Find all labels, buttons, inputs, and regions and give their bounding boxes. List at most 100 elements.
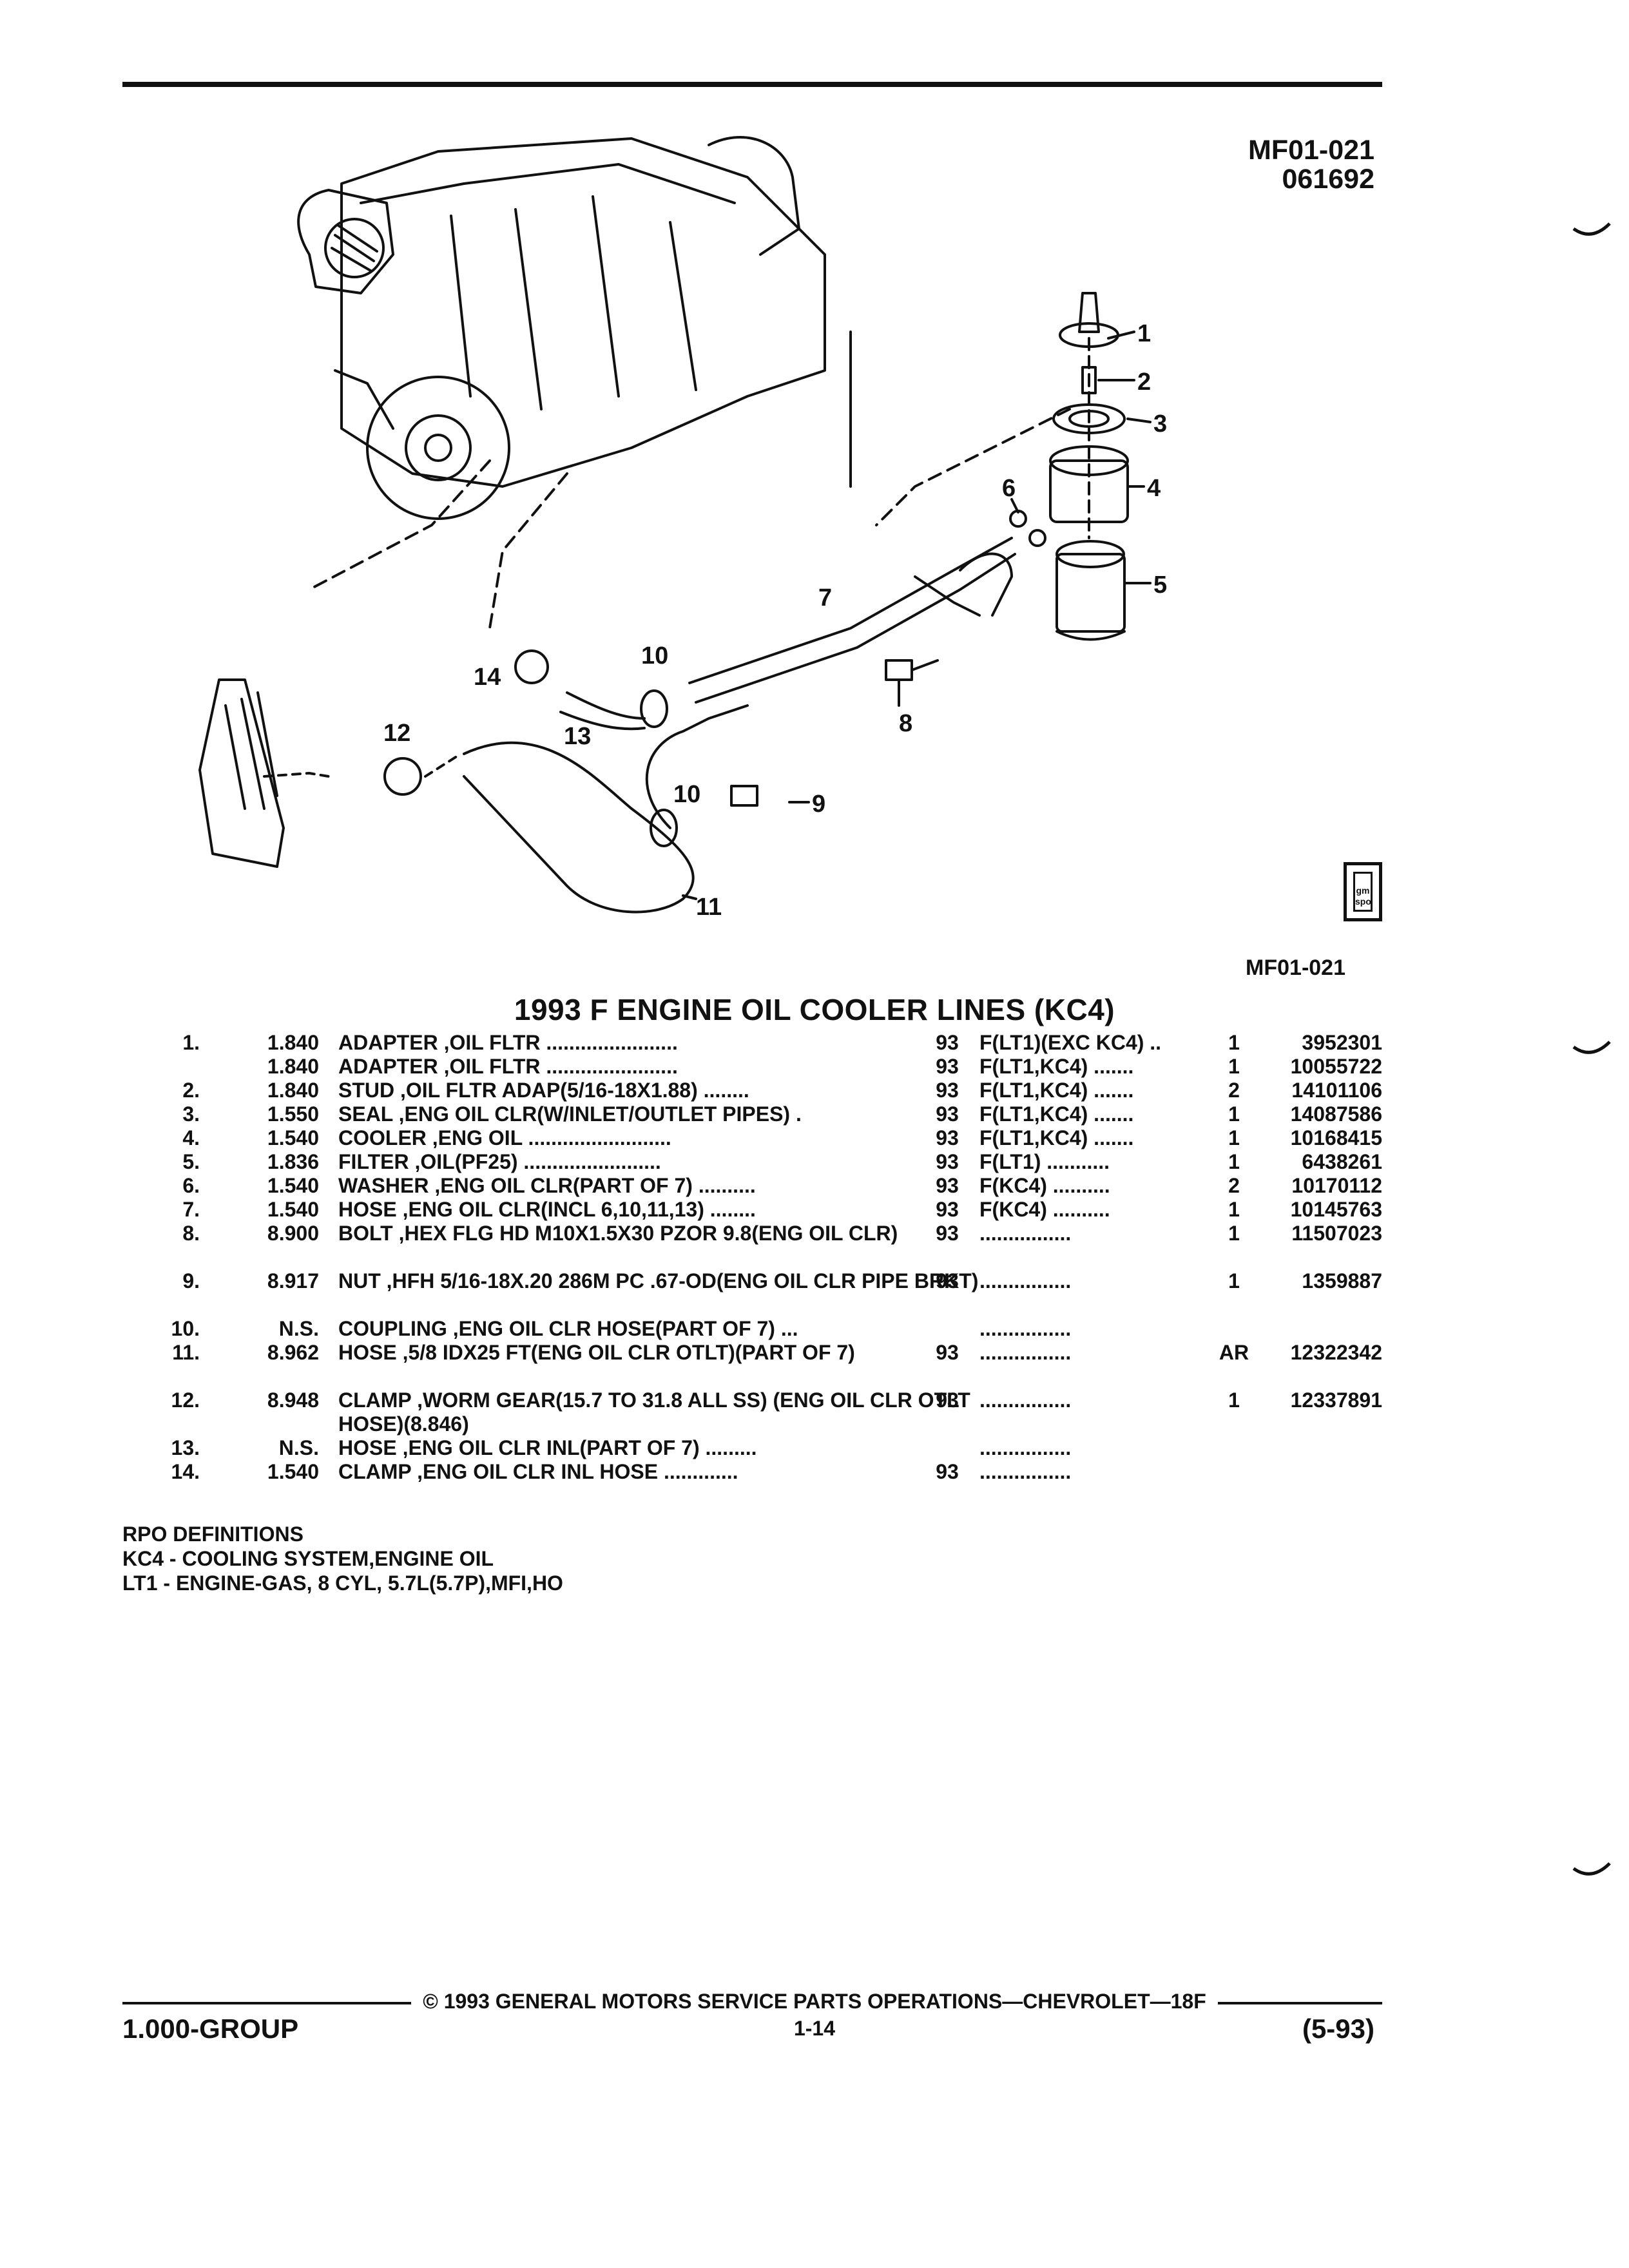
part-description: COUPLING ,ENG OIL CLR HOSE(PART OF 7) ..… (338, 1317, 798, 1340)
margin-mark (1572, 1041, 1611, 1054)
model-year: 93 (936, 1198, 959, 1221)
item-number: 1. (182, 1031, 200, 1054)
item-number: 8. (182, 1222, 200, 1245)
group-number: 1.840 (267, 1055, 319, 1078)
diagram-code: MF01-021 (1246, 956, 1345, 980)
callout-1: 1 (1137, 320, 1151, 347)
quantity: 2 (1228, 1174, 1240, 1197)
item-number: 13. (171, 1436, 200, 1459)
model-year: 93 (936, 1055, 959, 1078)
group-number: 1.840 (267, 1031, 319, 1054)
application: F(KC4) .......... (979, 1174, 1110, 1197)
part-number: 3952301 (1302, 1031, 1382, 1054)
part-description: STUD ,OIL FLTR ADAP(5/16-18X1.88) ......… (338, 1079, 749, 1102)
callout-7: 7 (818, 584, 832, 611)
model-year: 93 (936, 1079, 959, 1102)
application: F(LT1,KC4) ....... (979, 1055, 1134, 1078)
part-description: WASHER ,ENG OIL CLR(PART OF 7) .........… (338, 1174, 756, 1197)
application: F(LT1)(EXC KC4) .. (979, 1031, 1162, 1054)
rpo-heading: RPO DEFINITIONS (122, 1523, 304, 1546)
rpo-kc4: KC4 - COOLING SYSTEM,ENGINE OIL (122, 1547, 494, 1570)
part-number: 11507023 (1291, 1222, 1382, 1245)
callout-11: 11 (696, 894, 722, 921)
table-row: 13.N.S.HOSE ,ENG OIL CLR INL(PART OF 7) … (122, 1436, 1382, 1460)
callout-5: 5 (1153, 572, 1167, 599)
quantity: 1 (1228, 1198, 1240, 1221)
part-description: HOSE ,ENG OIL CLR(INCL 6,10,11,13) .....… (338, 1198, 756, 1221)
part-description: NUT ,HFH 5/16-18X.20 286M PC .67-OD(ENG … (338, 1269, 979, 1293)
group-number: 8.962 (267, 1341, 319, 1364)
group-number: N.S. (278, 1317, 319, 1340)
part-number: 12337891 (1290, 1389, 1382, 1412)
model-year: 93 (936, 1150, 959, 1173)
model-year: 93 (936, 1389, 959, 1412)
quantity: 1 (1228, 1150, 1240, 1173)
callout-8: 8 (899, 710, 912, 737)
part-description: CLAMP ,ENG OIL CLR INL HOSE ............… (338, 1460, 738, 1483)
callout-14: 14 (474, 664, 501, 691)
quantity: 1 (1228, 1389, 1240, 1412)
quantity: 1 (1228, 1031, 1240, 1054)
top-rule (122, 82, 1382, 87)
part-number: 10168415 (1290, 1126, 1382, 1149)
application: ................ (979, 1222, 1072, 1245)
item-number: 3. (182, 1102, 200, 1126)
model-year: 93 (936, 1460, 959, 1483)
part-description: ADAPTER ,OIL FLTR ......................… (338, 1031, 678, 1054)
quantity: 2 (1228, 1079, 1240, 1102)
rpo-lt1: LT1 - ENGINE-GAS, 8 CYL, 5.7L(5.7P),MFI,… (122, 1571, 563, 1595)
application: F(LT1,KC4) ....... (979, 1126, 1134, 1149)
part-description: CLAMP ,WORM GEAR(15.7 TO 31.8 ALL SS) (E… (338, 1389, 970, 1436)
page-title: 1993 F ENGINE OIL COOLER LINES (KC4) (514, 993, 1115, 1026)
part-number: 6438261 (1302, 1150, 1382, 1173)
exploded-parts-diagram: 1 2 3 4 5 6 7 8 9 10 10 11 12 13 14 (198, 136, 1167, 921)
page-number: 1-14 (793, 2017, 836, 2040)
table-row: 1. 1.840 ADAPTER ,OIL FLTR ...............… (122, 1031, 1382, 1055)
application: ................ (979, 1460, 1072, 1483)
item-number: 6. (182, 1174, 200, 1197)
model-year: 93 (936, 1341, 959, 1364)
item-number: 5. (182, 1150, 200, 1173)
application: ................ (979, 1317, 1072, 1340)
margin-mark (1572, 222, 1611, 236)
group-number: 1.540 (267, 1460, 319, 1483)
callout-12: 12 (383, 720, 410, 747)
part-number: 10145763 (1290, 1198, 1382, 1221)
margin-mark (1572, 1862, 1611, 1876)
model-year: 93 (936, 1102, 959, 1126)
table-row: 6. 1.540 WASHER ,ENG OIL CLR(PART OF 7) ..… (122, 1174, 1382, 1198)
part-description: COOLER ,ENG OIL ........................… (338, 1126, 671, 1149)
part-number: 10170112 (1291, 1174, 1382, 1197)
item-number: 14. (171, 1460, 200, 1483)
model-year: 93 (936, 1126, 959, 1149)
quantity: 1 (1228, 1126, 1240, 1149)
footer-copyright: © 1993 GENERAL MOTORS SERVICE PARTS OPER… (411, 1990, 1218, 2013)
group-number: 1.540 (267, 1126, 319, 1149)
item-number: 12. (171, 1389, 200, 1412)
item-number: 2. (182, 1079, 200, 1102)
table-row: 4. 1.540 COOLER ,ENG OIL .................… (122, 1126, 1382, 1150)
footer-date: (5-93) (1302, 2013, 1374, 2044)
callout-10b: 10 (673, 781, 700, 808)
model-year: 93 (936, 1031, 959, 1054)
quantity: 1 (1228, 1102, 1240, 1126)
model-year: 93 (936, 1269, 959, 1293)
group-number: 1.540 (267, 1174, 319, 1197)
table-row: 10.N.S.COUPLING ,ENG OIL CLR HOSE(PART O… (122, 1317, 1382, 1341)
callout-13: 13 (564, 723, 591, 750)
part-number: 14087586 (1290, 1102, 1382, 1126)
callout-3: 3 (1153, 410, 1167, 437)
group-number: 8.917 (267, 1269, 319, 1293)
quantity: AR (1219, 1341, 1249, 1364)
item-number: 4. (182, 1126, 200, 1149)
part-number: 10055722 (1290, 1055, 1382, 1078)
